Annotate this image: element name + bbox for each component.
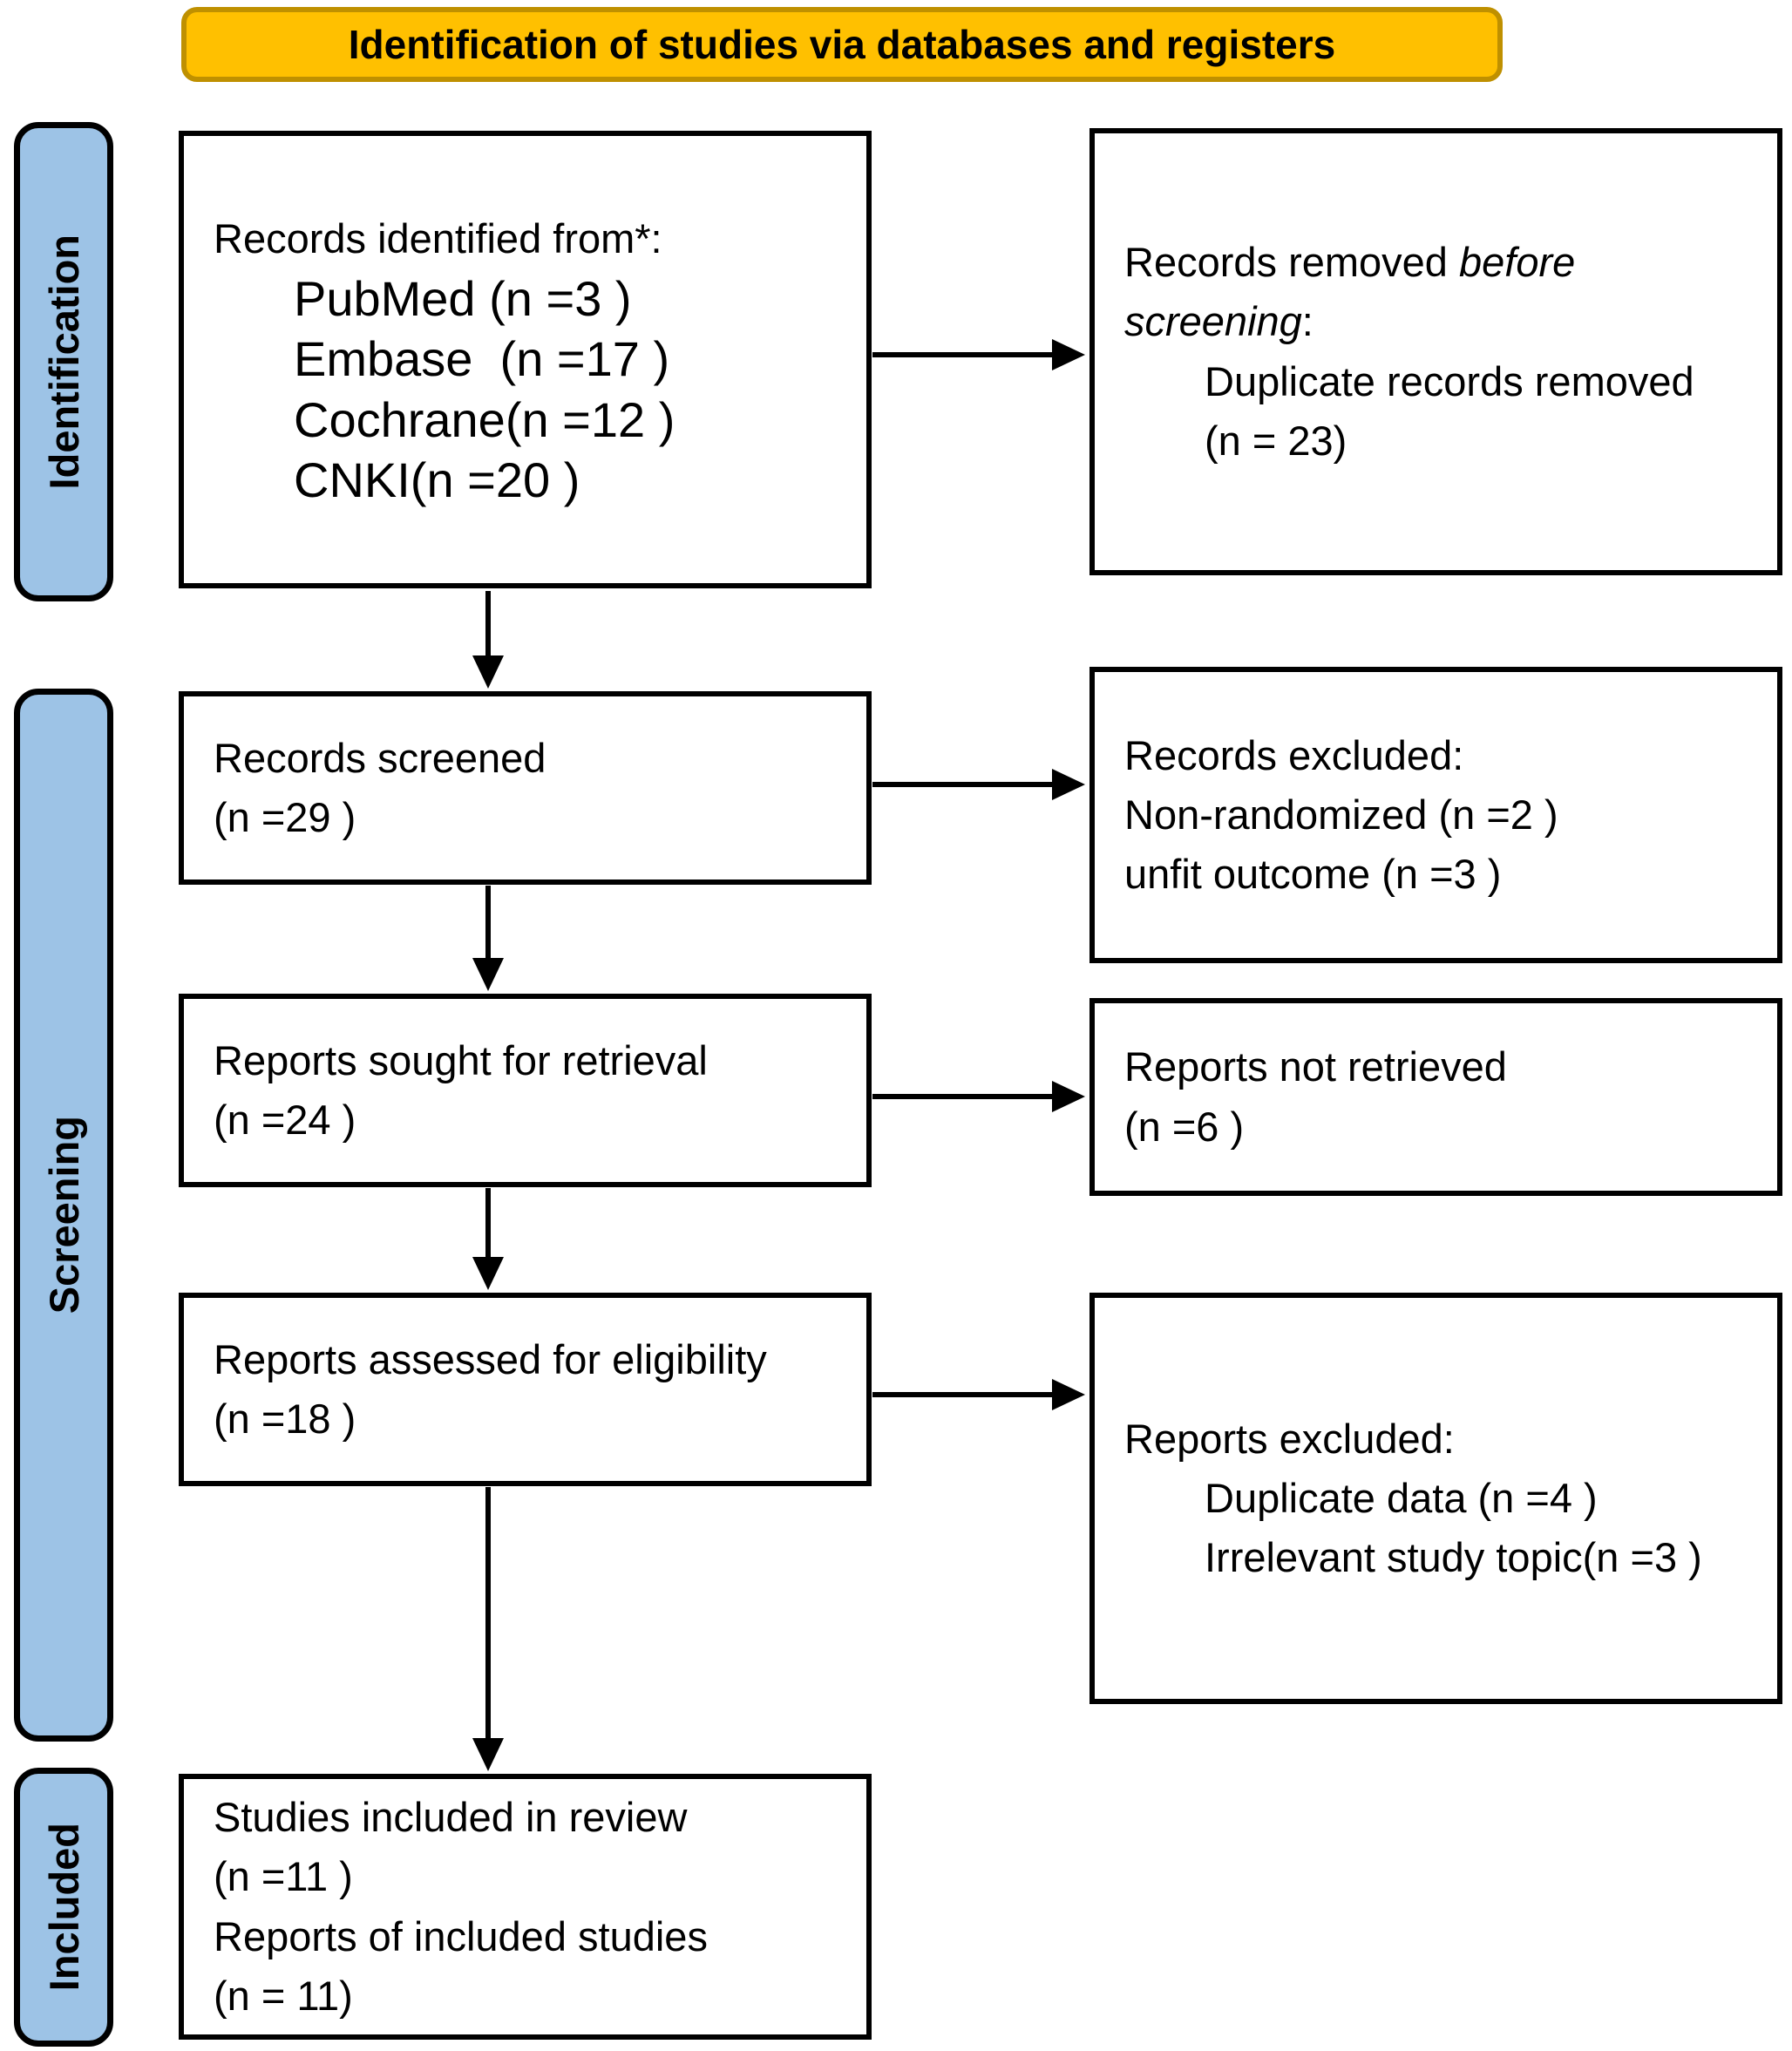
box-reports-not-retrieved: Reports not retrieved (n =6 ) [1089, 998, 1782, 1196]
records-removed-line1-regular: Records removed [1124, 239, 1459, 286]
records-identified-source: PubMed (n =3 ) [294, 270, 632, 326]
records-removed-line2: screening: [1124, 292, 1748, 351]
records-removed-count: (n = 23) [1205, 417, 1347, 464]
stage-screening-label: Screening [40, 1116, 87, 1314]
records-identified-intro: Records identified from*: [214, 214, 662, 261]
reports-not-retrieved-count: (n =6 ) [1124, 1103, 1245, 1150]
box-reports-assessed: Reports assessed for eligibility (n =18 … [179, 1293, 872, 1486]
arrow-identified-to-removed [872, 339, 1085, 370]
reports-assessed-count: (n =18 ) [214, 1396, 356, 1442]
stage-identification-label: Identification [40, 234, 87, 490]
studies-included-line3: Reports of included studies [214, 1912, 708, 1959]
stage-included: Included [14, 1768, 113, 2047]
studies-included-line2: (n =11 ) [214, 1853, 353, 1900]
reports-assessed-title: Reports assessed for eligibility [214, 1335, 767, 1382]
records-identified-source: Embase (n =17 ) [294, 331, 670, 387]
records-removed-line1-italic: before [1459, 239, 1576, 286]
box-records-screened: Records screened (n =29 ) [179, 691, 872, 885]
arrow-assessed-to-included [472, 1487, 504, 1771]
reports-excluded-title: Reports excluded: [1124, 1415, 1455, 1462]
records-removed-line1: Records removed before [1124, 233, 1748, 292]
studies-included-line1: Studies included in review [214, 1794, 688, 1841]
records-excluded-reason: unfit outcome (n =3 ) [1124, 851, 1502, 898]
reports-excluded-reason: Irrelevant study topic(n =3 ) [1205, 1534, 1702, 1581]
arrow-identified-to-screened [472, 591, 504, 689]
records-screened-count: (n =29 ) [214, 794, 356, 840]
records-excluded-reason: Non-randomized (n =2 ) [1124, 791, 1558, 838]
header-title: Identification of studies via databases … [348, 22, 1336, 67]
arrow-assessed-to-reports-excluded [872, 1379, 1085, 1410]
box-records-removed: Records removed before screening: Duplic… [1089, 128, 1782, 575]
stage-screening: Screening [14, 689, 113, 1742]
records-removed-reason: Duplicate records removed [1205, 357, 1694, 404]
arrow-screened-to-sought [472, 886, 504, 991]
box-reports-sought: Reports sought for retrieval (n =24 ) [179, 994, 872, 1187]
arrow-screened-to-excluded [872, 769, 1085, 800]
records-screened-title: Records screened [214, 734, 546, 781]
arrow-sought-to-not-retrieved [872, 1081, 1085, 1112]
studies-included-line4: (n = 11) [214, 1972, 353, 2019]
records-identified-source: CNKI(n =20 ) [294, 452, 580, 507]
reports-sought-count: (n =24 ) [214, 1097, 356, 1143]
reports-excluded-reason: Duplicate data (n =4 ) [1205, 1474, 1598, 1521]
arrow-sought-to-assessed [472, 1188, 504, 1290]
box-records-identified: Records identified from*: PubMed (n =3 )… [179, 131, 872, 588]
reports-sought-title: Reports sought for retrieval [214, 1036, 708, 1083]
stage-identification: Identification [14, 122, 113, 601]
records-removed-line2-regular: : [1301, 298, 1313, 345]
reports-not-retrieved-title: Reports not retrieved [1124, 1043, 1507, 1090]
header-banner: Identification of studies via databases … [181, 7, 1503, 82]
box-studies-included: Studies included in review (n =11 ) Repo… [179, 1774, 872, 2040]
stage-included-label: Included [40, 1823, 87, 1992]
records-excluded-title: Records excluded: [1124, 731, 1464, 778]
records-identified-source: Cochrane(n =12 ) [294, 391, 675, 447]
records-removed-line2-italic: screening [1124, 298, 1302, 345]
box-records-excluded: Records excluded: Non-randomized (n =2 )… [1089, 667, 1782, 963]
box-reports-excluded: Reports excluded: Duplicate data (n =4 )… [1089, 1293, 1782, 1704]
